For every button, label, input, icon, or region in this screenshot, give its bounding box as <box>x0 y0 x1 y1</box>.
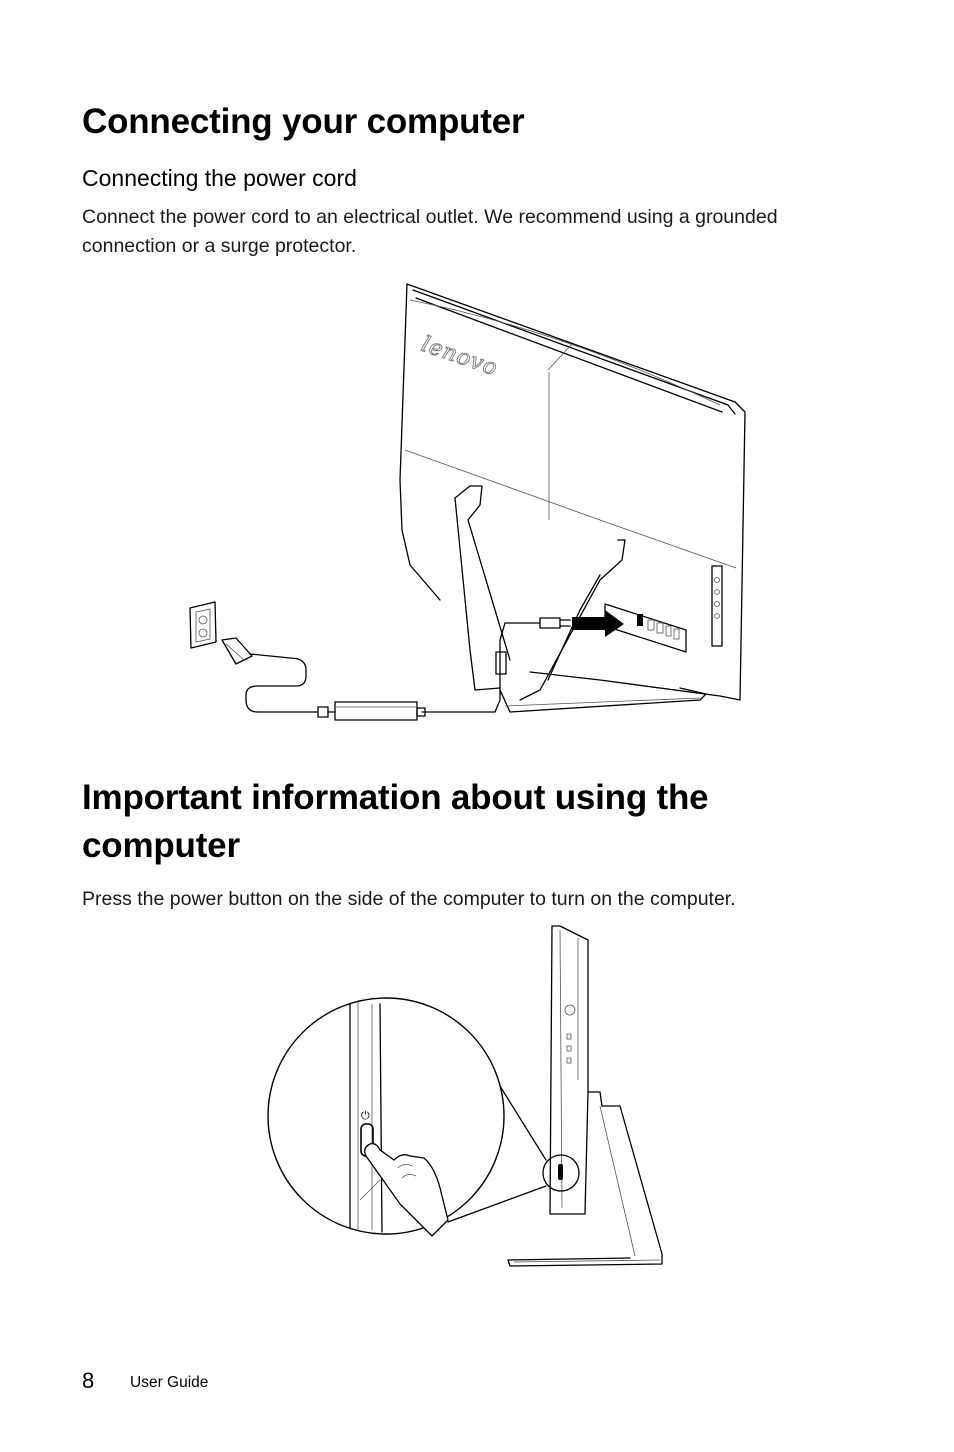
section-title-connecting: Connecting your computer <box>82 102 525 141</box>
ac-cord-illustration <box>245 653 319 713</box>
power-cord-instructions: Connect the power cord to an electrical … <box>82 206 778 257</box>
finger-illustration <box>364 1142 449 1237</box>
ac-plug-illustration <box>221 637 253 665</box>
power-button-highlight <box>542 1154 580 1192</box>
computer-side-illustration <box>507 925 663 1267</box>
power-icon: ⏻ <box>361 1109 370 1122</box>
wall-outlet-illustration <box>189 601 217 649</box>
dc-plug-illustration <box>421 617 571 713</box>
power-button-instructions: Press the power button on the side of th… <box>82 888 736 910</box>
footer-label: User Guide <box>130 1374 209 1391</box>
section-title-important-info: Important information about using the co… <box>82 778 709 865</box>
page-number: 8 <box>82 1368 95 1393</box>
lenovo-logo: lenovo <box>418 332 501 381</box>
power-button-magnified-view: ⏻ <box>267 997 505 1237</box>
power-adapter-illustration <box>317 701 426 721</box>
subsection-title-power-cord: Connecting the power cord <box>82 165 357 191</box>
arrow-icon <box>572 610 624 637</box>
computer-back-illustration <box>399 283 746 713</box>
power-cord-illustration: lenovo <box>189 283 746 721</box>
